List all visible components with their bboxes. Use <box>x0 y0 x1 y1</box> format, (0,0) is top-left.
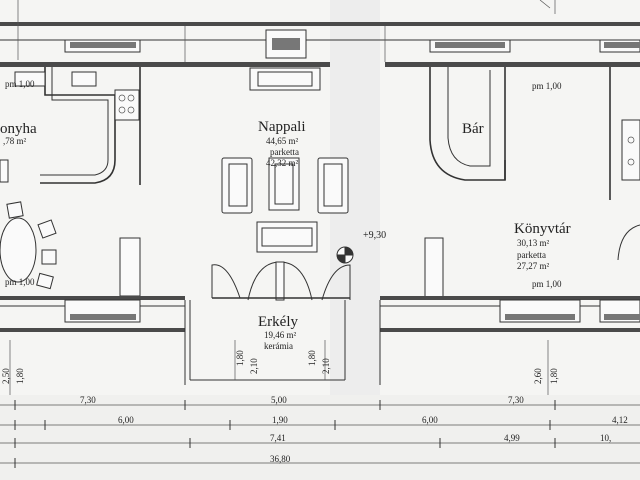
vdim-mid-a: 1,80 <box>235 350 245 366</box>
vdim-right-a: 2,60 <box>533 368 543 384</box>
level-mark: +9,30 <box>363 230 387 241</box>
living-furniture <box>221 157 354 264</box>
hdim-row3-c: 10, <box>600 433 612 443</box>
room-name-nappali: Nappali <box>258 119 306 135</box>
room-name-konyha: onyha <box>0 121 37 137</box>
room-area-konyha: ,78 m² <box>3 136 27 146</box>
room-name-konyvtar: Könyvtár <box>514 221 571 237</box>
kitchen-area <box>0 67 141 185</box>
hdim-row4-total: 36,80 <box>270 454 291 464</box>
dimension-lines <box>0 340 640 468</box>
hdim-row3-b: 4,99 <box>504 433 520 443</box>
vdim-mid-c: 1,80 <box>307 350 317 366</box>
room-area-nappali: 44,65 m² <box>266 136 299 146</box>
room-floor-area-konyvtar: 27,27 m² <box>517 261 550 271</box>
room-area-konyvtar: 30,13 m² <box>517 238 550 248</box>
vdim-right-b: 1,80 <box>549 368 559 384</box>
vdim-left-b: 1,80 <box>15 368 25 384</box>
room-area-erkely: 19,46 m² <box>264 330 297 340</box>
parapet-bottom-left: pm 1,00 <box>5 277 35 287</box>
hdim-row1-a: 7,30 <box>80 395 96 405</box>
hdim-row1-c: 7,30 <box>508 395 524 405</box>
library-area <box>119 67 640 299</box>
hdim-row2-d: 4,12 <box>612 415 628 425</box>
vdim-mid-b: 2,10 <box>249 358 259 374</box>
hdim-row2-a: 6,00 <box>118 415 134 425</box>
fireplace <box>249 29 321 91</box>
room-floor-nappali: parketta <box>270 147 299 157</box>
hdim-row1-b: 5,00 <box>271 395 287 405</box>
parapet-bottom-right: pm 1,00 <box>532 279 562 289</box>
bar-counter <box>429 67 506 181</box>
hdim-row3-a: 7,41 <box>270 433 286 443</box>
room-floor-konyvtar: parketta <box>517 250 546 260</box>
top-wall <box>0 0 640 67</box>
vdim-mid-d: 2,10 <box>321 358 331 374</box>
room-floor-erkely: kerámia <box>264 341 293 351</box>
parapet-top-left: pm 1,00 <box>5 79 35 89</box>
room-name-erkely: Erkély <box>258 314 298 330</box>
room-floor-area-nappali: 42,32 m² <box>266 158 299 168</box>
bottom-wall <box>0 296 640 385</box>
hdim-row2-b: 1,90 <box>272 415 288 425</box>
balcony-doors <box>211 261 351 301</box>
vdim-left-a: 2,50 <box>1 368 11 384</box>
room-name-bar: Bár <box>462 121 484 137</box>
hdim-row2-c: 6,00 <box>422 415 438 425</box>
dining-table <box>0 201 57 290</box>
parapet-top-right: pm 1,00 <box>532 81 562 91</box>
